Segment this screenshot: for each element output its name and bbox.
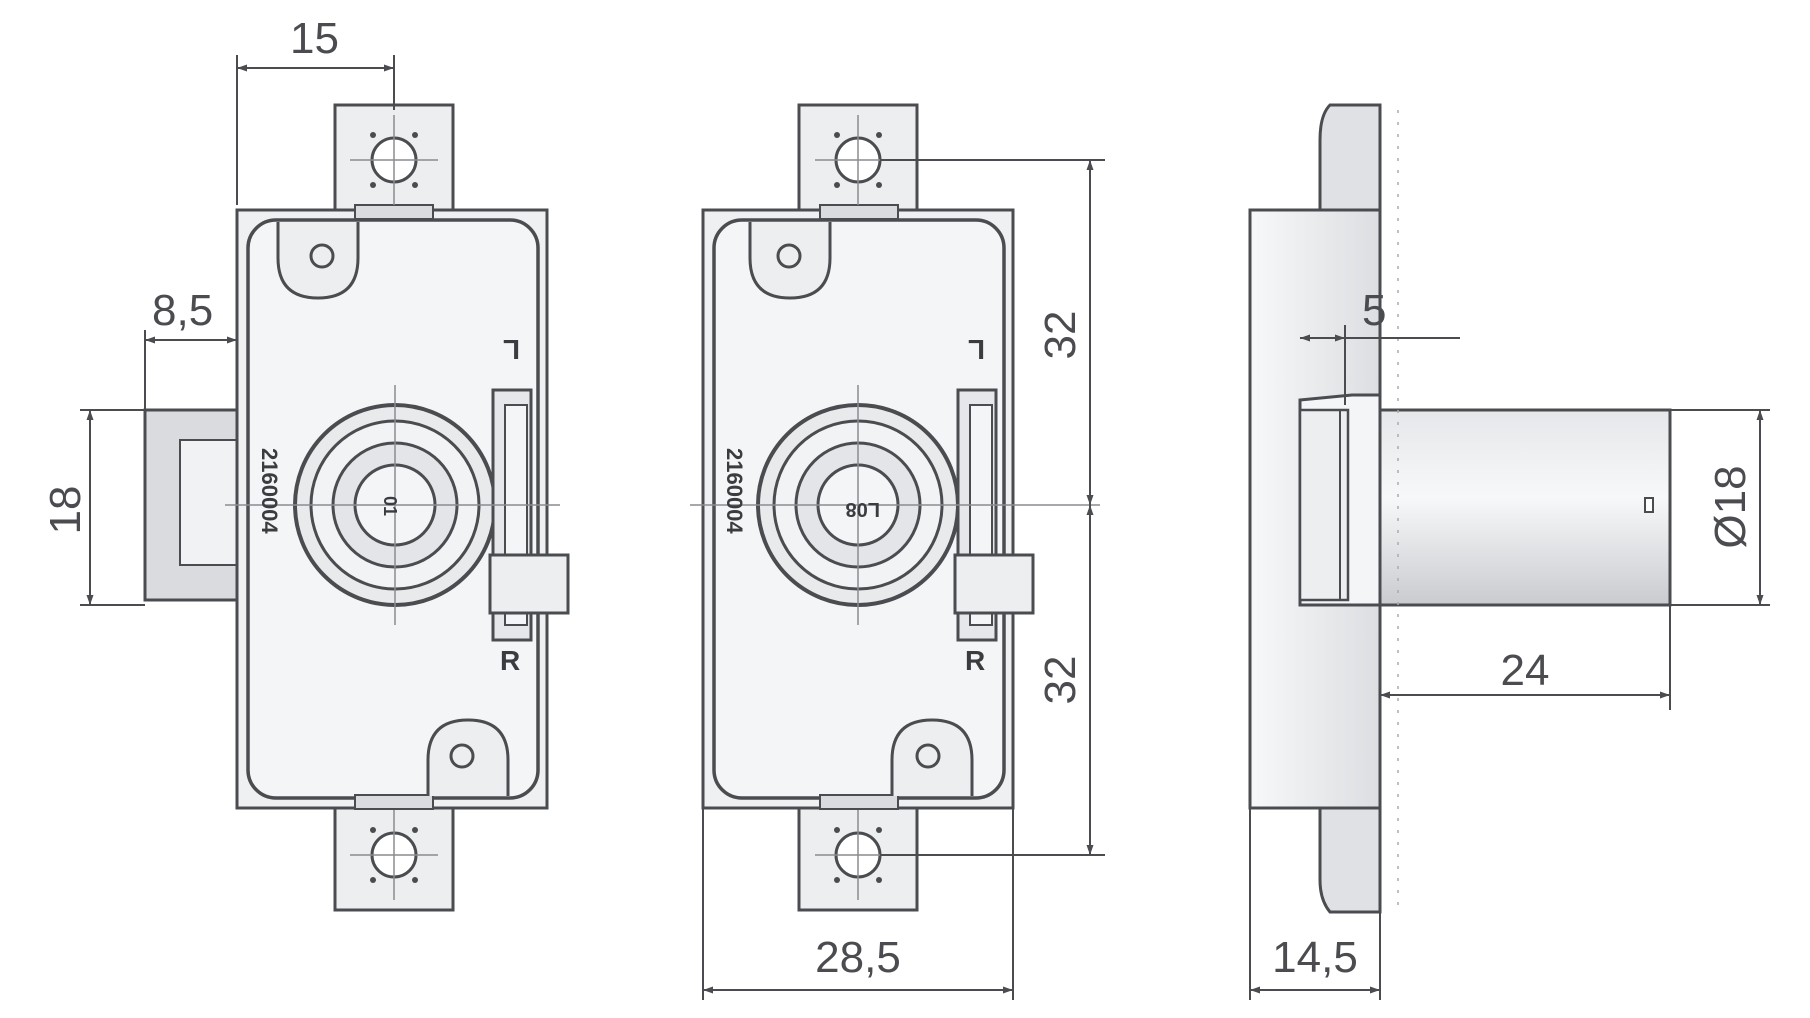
dim-18: 18	[41, 486, 90, 535]
dim-24: 24	[1501, 646, 1550, 695]
dim-15: 15	[290, 14, 339, 63]
side-cylinder	[1378, 408, 1672, 607]
dim-28-5: 28,5	[815, 933, 901, 982]
latch-slide-center	[953, 553, 1035, 615]
mark-l-left: L	[503, 334, 520, 365]
key-code-left: 01	[380, 496, 400, 516]
key-code-center: L08	[846, 498, 880, 520]
side-view	[1248, 103, 1672, 914]
dim-32-upper: 32	[1036, 311, 1085, 360]
dim-diameter-18: Ø18	[1706, 465, 1755, 548]
part-code-center: 2160004	[722, 448, 747, 534]
dim-8-5: 8,5	[152, 286, 213, 335]
mark-r-center: R	[965, 645, 985, 676]
mark-l-center: L	[968, 334, 985, 365]
part-code-left: 2160004	[257, 448, 282, 534]
dim-14-5: 14,5	[1272, 933, 1358, 982]
dim-32-lower: 32	[1036, 656, 1085, 705]
latch-slide-left	[488, 553, 570, 615]
front-view-left	[143, 103, 570, 912]
dim-5: 5	[1362, 286, 1386, 335]
mark-r-left: R	[500, 645, 520, 676]
